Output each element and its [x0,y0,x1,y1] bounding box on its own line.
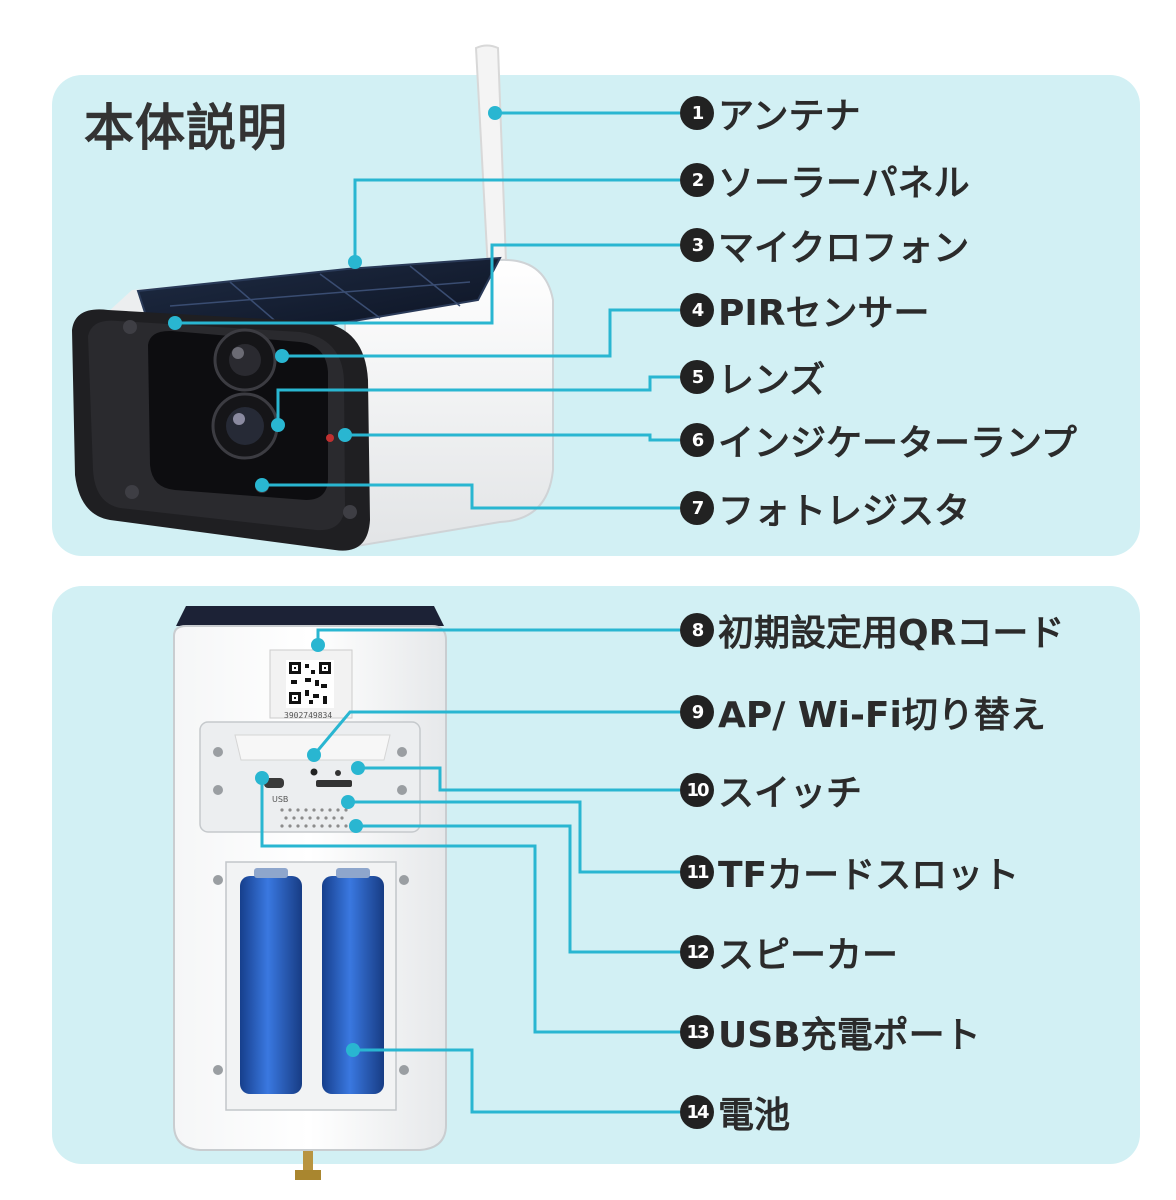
callout-number: 7 [680,491,714,525]
indicator-lamp [326,434,334,442]
callout-number: 6 [680,423,714,457]
callout-number: 9 [680,695,714,729]
switch [335,770,341,776]
callout-text: スピーカー [718,935,899,976]
solar-edge [176,606,444,626]
callout-text: TFカードスロット [718,855,1020,896]
speaker-holes [280,808,348,828]
callout-text: 初期設定用QRコード [718,613,1065,654]
usb-label: USB [272,795,289,804]
callout-text: アンテナ [718,96,861,137]
callout-text: USB充電ポート [718,1015,981,1056]
battery-2 [322,876,384,1094]
callout-text: ソーラーパネル [718,163,970,204]
callout-text: レンズ [718,360,826,401]
callout-text: AP/ Wi-Fi切り替え [718,695,1046,736]
mount-screw [303,1150,313,1178]
callout-text: 電池 [718,1095,791,1136]
callout-number: 4 [680,293,714,327]
callout-number: 13 [680,1015,714,1049]
callout-text: マイクロフォン [718,228,970,269]
tf-card-slot [316,780,352,787]
leader-dots [168,106,502,1057]
qr-serial: 3902749834 [284,711,333,720]
callout-number: 10 [680,773,714,807]
page-title: 本体説明 [84,99,288,157]
callout-text: PIRセンサー [718,293,930,334]
battery-1 [240,876,302,1094]
callout-text: インジケーターランプ [718,423,1077,464]
antenna [474,44,508,272]
leader-lines [175,111,680,1114]
callout-text: スイッチ [718,773,863,814]
callout-number: 2 [680,163,714,197]
callout-number: 5 [680,360,714,394]
callout-number: 12 [680,935,714,969]
usb-port [264,778,284,788]
camera-body-side [344,258,554,550]
callout-text: フォトレジスタ [718,491,971,532]
front-camera [72,44,554,551]
callout-number: 11 [680,855,714,889]
callout-number: 1 [680,96,714,130]
callout-number: 3 [680,228,714,262]
callout-number: 8 [680,613,714,647]
ap-wifi-button [310,768,318,776]
callout-number: 14 [680,1095,714,1129]
back-camera [173,606,447,1180]
